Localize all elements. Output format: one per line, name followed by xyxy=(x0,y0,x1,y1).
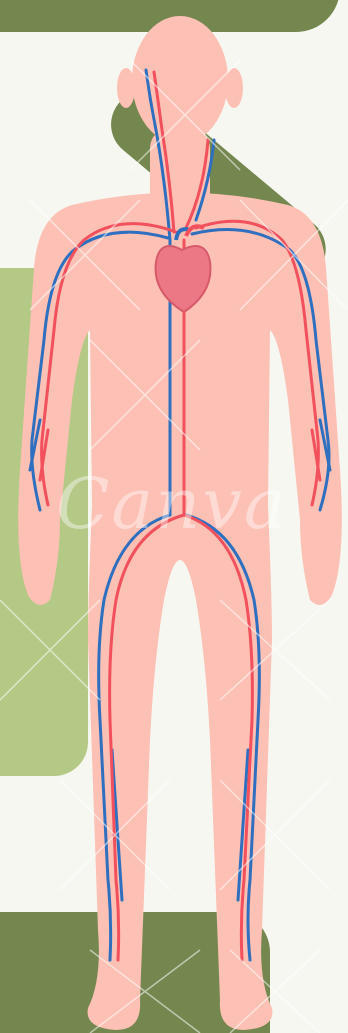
body-silhouette xyxy=(18,16,342,1030)
